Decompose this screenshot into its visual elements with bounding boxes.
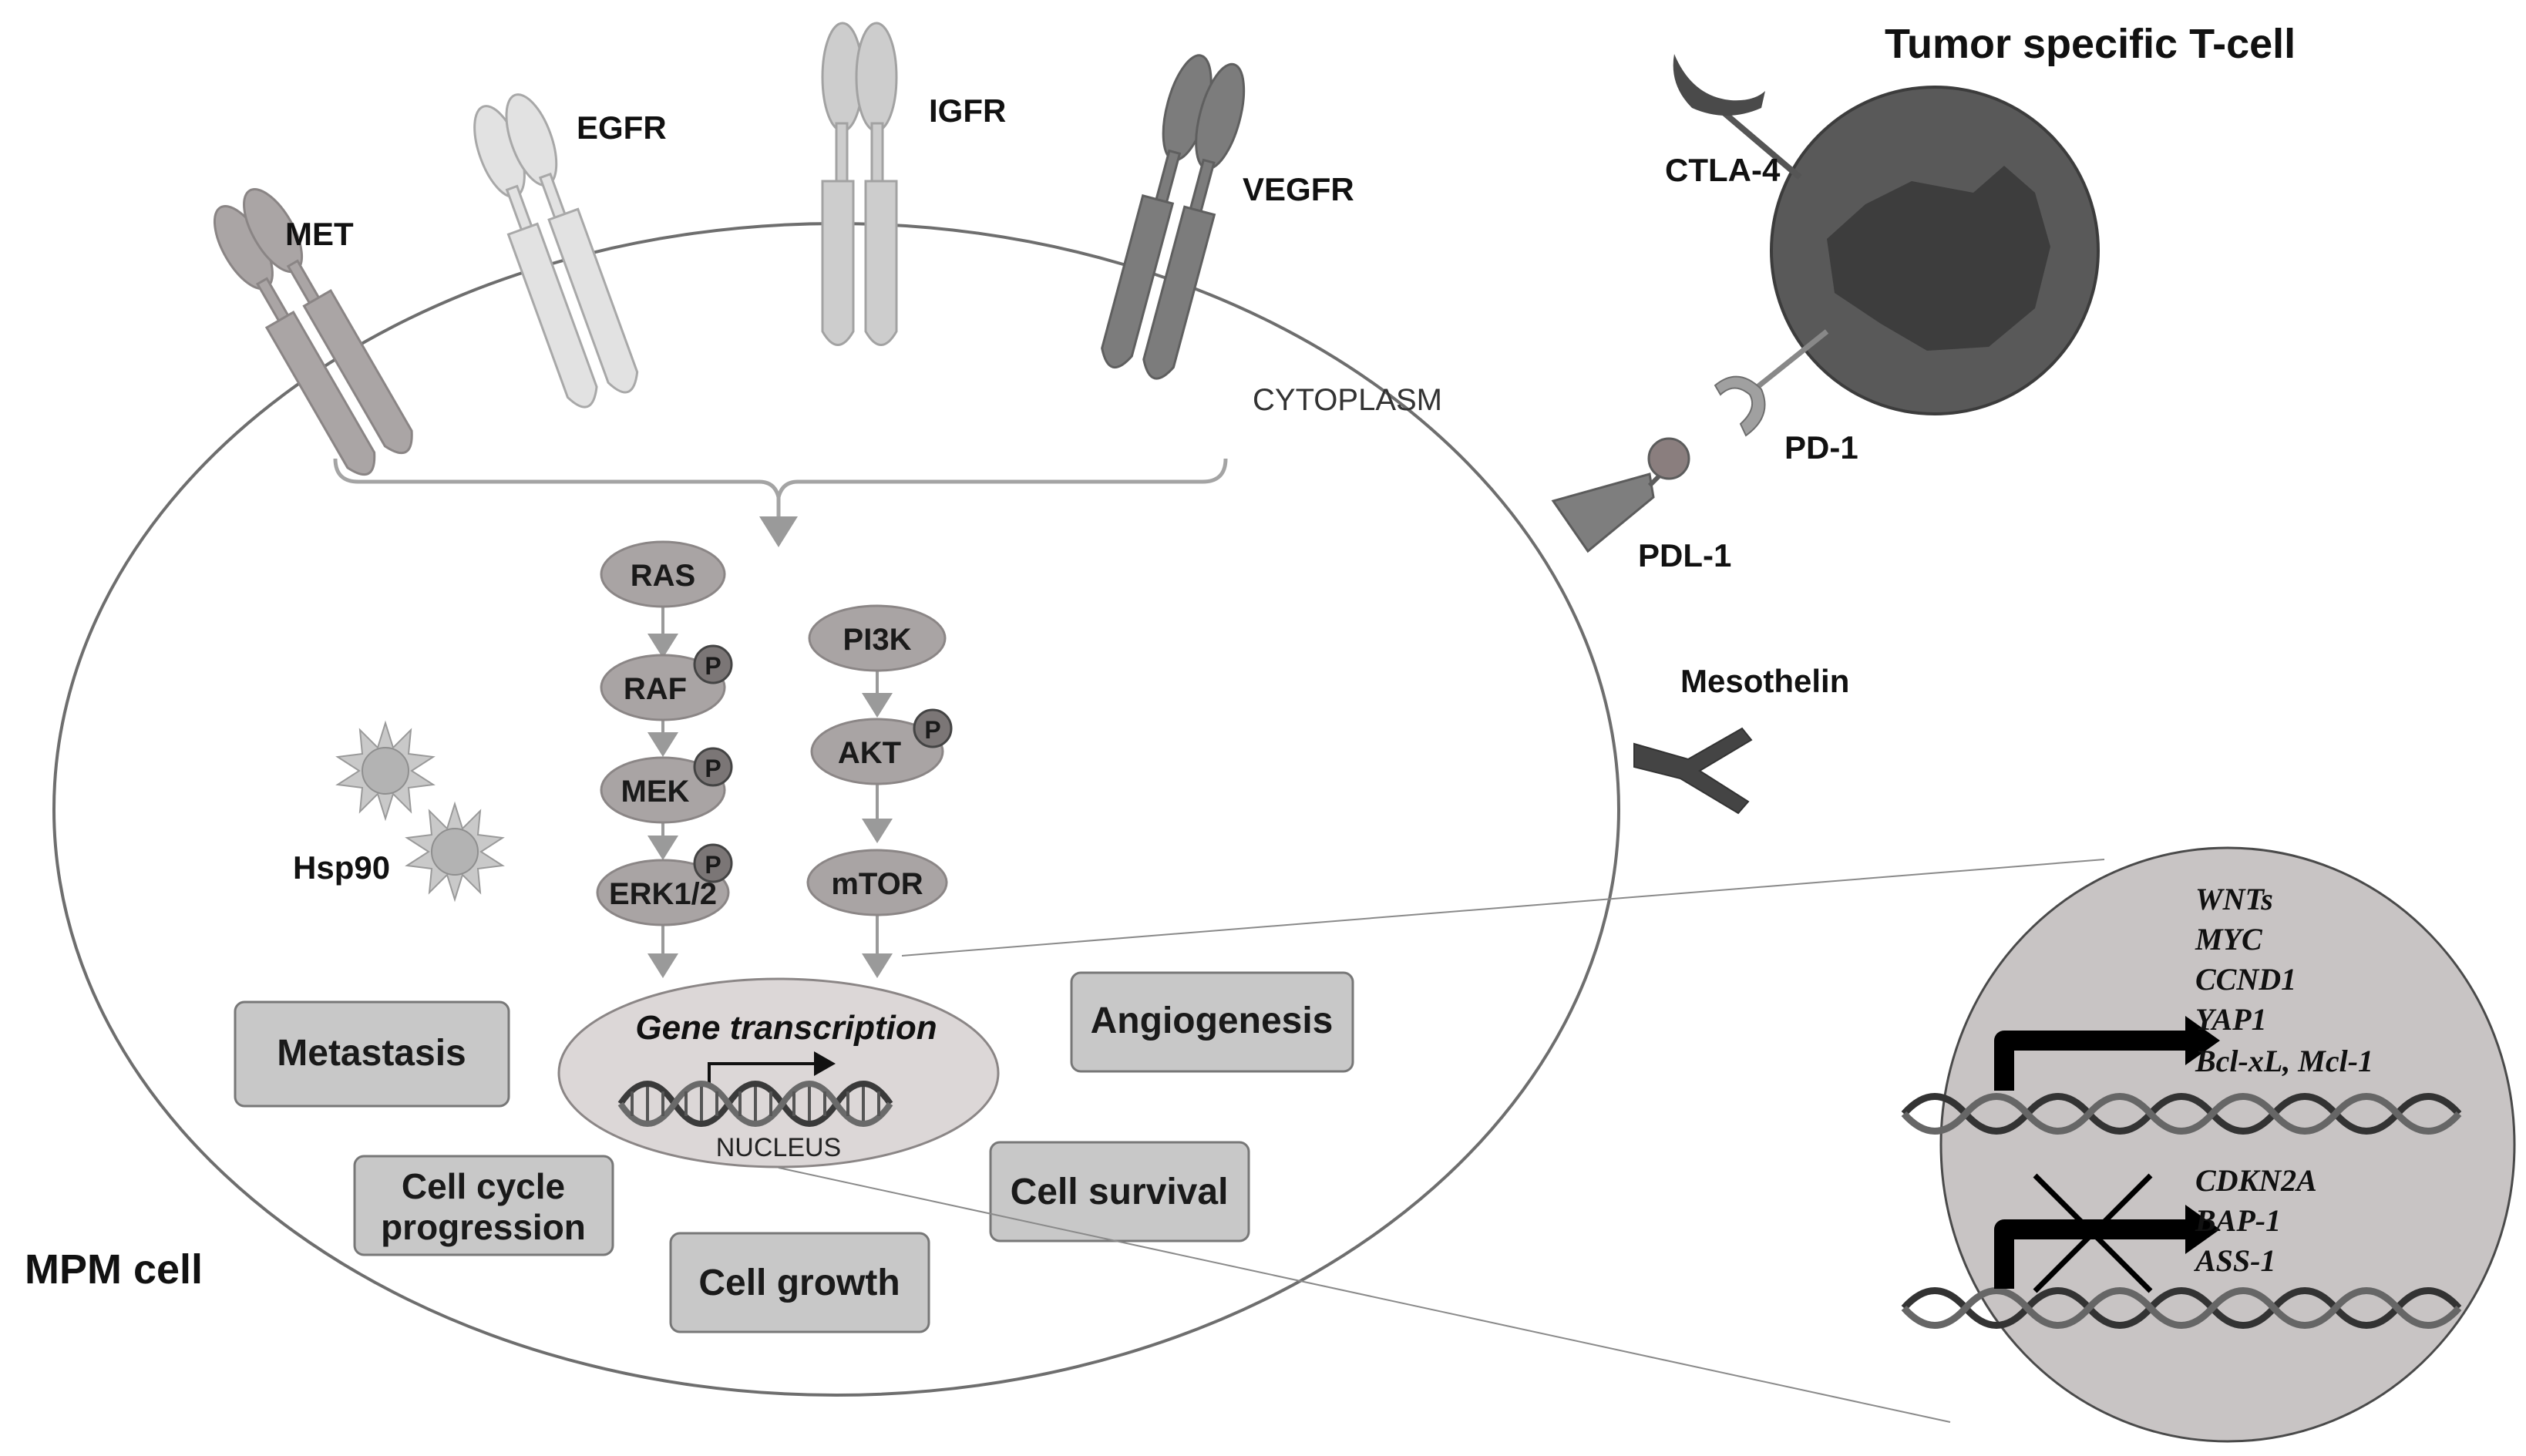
gene-yap1: YAP1 bbox=[2195, 1002, 2267, 1037]
mesothelin-protein bbox=[1633, 727, 1753, 815]
pi3k-pathway: PI3K AKT P mTOR bbox=[806, 604, 953, 978]
raf-node: RAF P bbox=[600, 644, 733, 721]
igfr-label: IGFR bbox=[929, 92, 1006, 129]
pdl1-protein bbox=[1551, 437, 1690, 553]
svg-text:P: P bbox=[924, 716, 940, 744]
svg-text:ERK1/2: ERK1/2 bbox=[609, 877, 717, 911]
hsp90-icon bbox=[335, 720, 505, 903]
svg-text:mTOR: mTOR bbox=[831, 867, 923, 901]
dna-helix-icon bbox=[1901, 1287, 2462, 1329]
nucleus-label: NUCLEUS bbox=[716, 1133, 841, 1162]
nucleus: Gene transcription NUCLEUS bbox=[557, 977, 1000, 1168]
svg-text:Cell survival: Cell survival bbox=[1011, 1172, 1229, 1212]
mtor-node: mTOR bbox=[806, 849, 948, 916]
pi3k-node: PI3K bbox=[808, 604, 947, 672]
svg-text:Cell cycle: Cell cycle bbox=[402, 1166, 565, 1206]
svg-text:RAS: RAS bbox=[631, 559, 695, 593]
met-label: MET bbox=[285, 216, 354, 252]
cell-cycle-box: Cell cycle progression bbox=[353, 1155, 614, 1256]
svg-text:P: P bbox=[705, 755, 721, 782]
gene-regulation-inset: WNTs MYC CCND1 YAP1 Bcl-xL, Mcl-1 CDKN2A… bbox=[1901, 846, 2516, 1443]
activation-arrowhead bbox=[2185, 1016, 2220, 1065]
zoom-line-bottom bbox=[778, 1167, 1951, 1423]
gene-myc: MYC bbox=[2195, 922, 2263, 957]
svg-text:Metastasis: Metastasis bbox=[277, 1033, 466, 1074]
svg-text:progression: progression bbox=[381, 1207, 586, 1247]
metastasis-box: Metastasis bbox=[234, 1000, 510, 1108]
igfr-receptor bbox=[821, 22, 898, 346]
silenced-arrow-icon bbox=[1994, 1219, 2189, 1289]
ras-node: RAS bbox=[600, 540, 726, 608]
phospho-badge: P bbox=[913, 708, 953, 748]
ctla4-receptor bbox=[1673, 54, 1802, 180]
angiogenesis-box: Angiogenesis bbox=[1070, 971, 1354, 1073]
mek-node: MEK P bbox=[600, 747, 733, 824]
activation-arrow-icon bbox=[1994, 1031, 2189, 1091]
pd1-receptor bbox=[1714, 329, 1829, 437]
vegfr-label: VEGFR bbox=[1243, 171, 1354, 207]
egfr-receptor bbox=[473, 93, 639, 409]
pdl1-label: PDL-1 bbox=[1638, 537, 1731, 573]
svg-text:RAF: RAF bbox=[624, 672, 687, 706]
cell-survival-box: Cell survival bbox=[989, 1141, 1250, 1242]
pd1-label: PD-1 bbox=[1784, 429, 1858, 466]
gene-bap1: BAP-1 bbox=[2195, 1203, 2281, 1238]
svg-text:AKT: AKT bbox=[838, 736, 901, 770]
erk-node: ERK1/2 P bbox=[596, 843, 733, 926]
t-cell bbox=[1673, 54, 2100, 437]
gene-ccnd1: CCND1 bbox=[2195, 962, 2296, 997]
svg-text:Cell growth: Cell growth bbox=[698, 1263, 900, 1303]
egfr-label: EGFR bbox=[577, 109, 667, 146]
ctla4-label: CTLA-4 bbox=[1665, 152, 1781, 188]
transcription-arrow bbox=[708, 1051, 836, 1085]
silenced-arrowhead bbox=[2185, 1205, 2220, 1254]
gene-ass1: ASS-1 bbox=[2193, 1243, 2276, 1278]
dna-helix-icon bbox=[617, 1081, 893, 1127]
mapk-pathway: RAS RAF P MEK P ERK1/2 P bbox=[596, 540, 733, 978]
svg-text:P: P bbox=[705, 652, 721, 680]
t-cell-title: Tumor specific T-cell bbox=[1885, 21, 2296, 67]
gene-bcl-mcl: Bcl-xL, Mcl-1 bbox=[2195, 1044, 2373, 1078]
akt-node: AKT P bbox=[810, 708, 953, 785]
hsp90-label: Hsp90 bbox=[293, 849, 390, 886]
vegfr-receptor bbox=[1101, 54, 1246, 380]
cytoplasm-label: CYTOPLASM bbox=[1253, 383, 1442, 417]
receptor-bracket bbox=[333, 458, 1228, 498]
dna-helix-icon bbox=[1901, 1093, 2462, 1135]
phospho-badge: P bbox=[693, 644, 733, 684]
phospho-badge: P bbox=[693, 747, 733, 787]
met-receptor bbox=[213, 188, 413, 476]
mpm-cell-label: MPM cell bbox=[25, 1246, 203, 1293]
cell-growth-box: Cell growth bbox=[669, 1232, 930, 1333]
phospho-badge: P bbox=[693, 843, 733, 883]
gene-cdkn2a: CDKN2A bbox=[2195, 1163, 2317, 1198]
gene-wnts: WNTs bbox=[2195, 882, 2273, 916]
svg-text:Angiogenesis: Angiogenesis bbox=[1091, 1000, 1334, 1041]
svg-text:MEK: MEK bbox=[621, 775, 690, 809]
mesothelin-label: Mesothelin bbox=[1680, 663, 1849, 699]
svg-text:P: P bbox=[705, 851, 721, 879]
t-cell-nucleus bbox=[1827, 166, 2050, 351]
gene-transcription-label: Gene transcription bbox=[635, 1009, 937, 1047]
cross-icon bbox=[2033, 1173, 2153, 1293]
zoom-line-top bbox=[901, 859, 2105, 957]
svg-text:PI3K: PI3K bbox=[843, 623, 912, 657]
